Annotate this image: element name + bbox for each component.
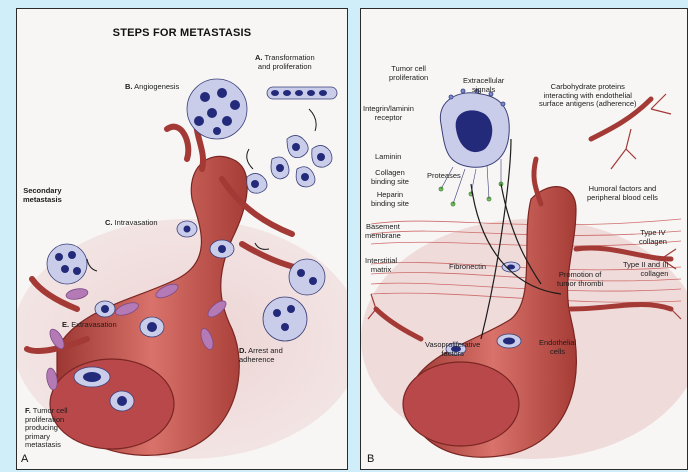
panel-b-letter: B xyxy=(367,453,374,465)
label-collagen-binding-site: Collagen binding site xyxy=(371,169,409,186)
label-secondary-metastasis: Secondary metastasis xyxy=(23,187,62,204)
panel-a-illustration xyxy=(17,9,347,469)
figure-title: STEPS FOR METASTASIS xyxy=(17,27,347,39)
tumor-cell-b xyxy=(439,89,509,206)
label-extracellular-signals: Extracellular signals xyxy=(463,77,504,94)
label-humoral-factors: Humoral factors and peripheral blood cel… xyxy=(587,185,658,202)
label-endothelial-cells: Endothelial cells xyxy=(539,339,576,356)
tumor-cluster-secondary xyxy=(47,244,87,284)
label-tumor-cell-proliferation: Tumor cell proliferation xyxy=(389,65,428,82)
label-transformation: A. Transformation and proliferation xyxy=(255,54,315,71)
label-arrest: D. Arrest and adherence xyxy=(239,347,283,364)
label-interstitial-matrix: Interstitial matrix xyxy=(365,257,397,274)
label-vasoproliferative-factors: Vasoproliferative factors xyxy=(425,341,480,358)
label-angiogenesis: B. Angiogenesis xyxy=(125,83,179,92)
label-basement-membrane: Basement membrane xyxy=(365,223,401,240)
label-heparin-binding-site: Heparin binding site xyxy=(371,191,409,208)
label-integrin-receptor: Integrin/laminin receptor xyxy=(363,105,414,122)
label-laminin: Laminin xyxy=(375,153,401,162)
label-tumor-thrombi: Promotion of tumor thrombi xyxy=(557,271,603,288)
label-proteases: Proteases xyxy=(427,172,461,181)
vessel-cross-section-b xyxy=(403,362,519,446)
label-type-iv-collagen: Type IV collagen xyxy=(639,229,667,246)
label-primary-metastasis: F. Tumor cell proliferation producing pr… xyxy=(25,407,68,450)
tumor-cells-transformation xyxy=(267,87,337,99)
panel-a: STEPS FOR METASTASIS A. Transformation a… xyxy=(16,8,348,470)
panel-b: Tumor cell proliferation Extracellular s… xyxy=(360,8,688,470)
label-extravasation: E. Extravasation xyxy=(62,321,117,330)
label-carbohydrate-proteins: Carbohydrate proteins interacting with e… xyxy=(539,83,637,109)
label-type-ii-iii-collagen: Type II and III collagen xyxy=(623,261,668,278)
label-intravasation: C. Intravasation xyxy=(105,219,158,228)
tumor-cells-proliferation xyxy=(247,135,332,193)
panel-a-letter: A xyxy=(21,453,28,465)
label-fibronectin: Fibronectin xyxy=(449,263,486,272)
tumor-cluster-angiogenesis xyxy=(187,79,247,139)
